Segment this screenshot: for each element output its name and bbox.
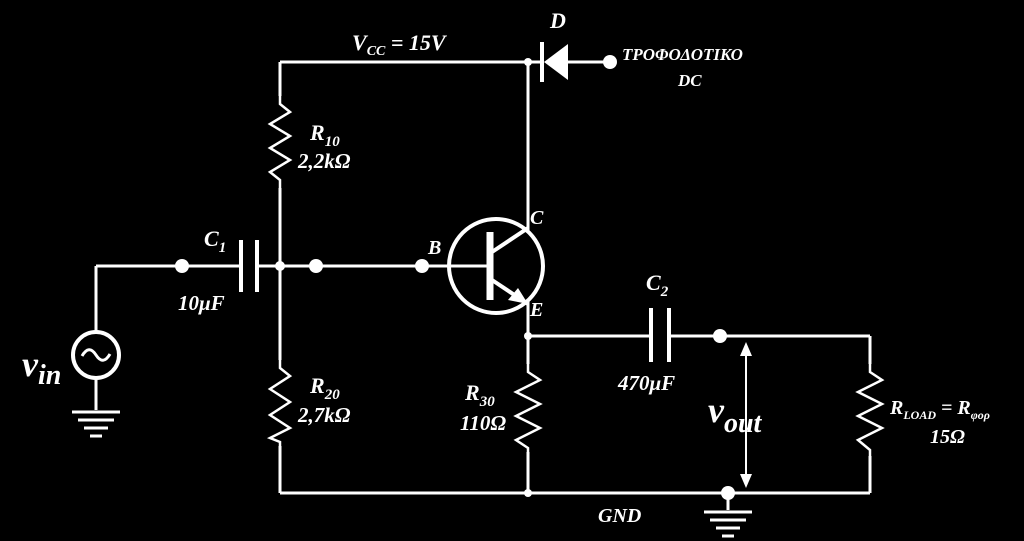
- vin-label: vin: [22, 344, 61, 391]
- transistor-b-label: B: [427, 237, 441, 259]
- c1-value: 10μF: [178, 291, 225, 315]
- power-supply-label-line1: ΤΡΟΦΟΔΟΤΙΚΟ: [622, 45, 743, 64]
- capacitor-c1: [239, 240, 259, 292]
- ac-source-symbol: [71, 330, 121, 380]
- ground-symbol-output: [704, 510, 752, 538]
- vout-label: vout: [708, 390, 763, 439]
- load-value: 15Ω: [930, 426, 965, 448]
- capacitor-c2: [649, 308, 671, 362]
- transistor-e-label: E: [529, 299, 543, 321]
- transistor-c-label: C: [530, 207, 544, 229]
- power-supply-label-line2: DC: [677, 71, 702, 90]
- load-name: RLOAD = Rφορ: [889, 397, 990, 422]
- r30-value: 110Ω: [460, 411, 506, 435]
- vout-arrow: [740, 342, 752, 488]
- resistor-r30: [513, 364, 543, 452]
- wires: [94, 60, 872, 510]
- gnd-label: GND: [598, 505, 641, 527]
- diode-label: D: [549, 8, 566, 33]
- junction-nodes: [175, 55, 735, 500]
- ground-symbol-input: [72, 410, 120, 438]
- r10-value: 2,2kΩ: [297, 149, 351, 173]
- vcc-label: VCC = 15V: [352, 30, 448, 59]
- r10-name: R10: [309, 120, 340, 150]
- r30-name: R30: [464, 380, 495, 410]
- resistor-load: [855, 364, 885, 456]
- c2-value: 470μF: [617, 371, 675, 395]
- resistor-r10: [267, 96, 293, 188]
- npn-transistor: [420, 217, 545, 315]
- r20-name: R20: [309, 373, 340, 403]
- c2-name: C2: [646, 270, 669, 300]
- c1-name: C1: [204, 226, 226, 256]
- r20-value: 2,7kΩ: [297, 403, 351, 427]
- diode-symbol: [540, 42, 568, 82]
- resistor-r20: [266, 360, 293, 446]
